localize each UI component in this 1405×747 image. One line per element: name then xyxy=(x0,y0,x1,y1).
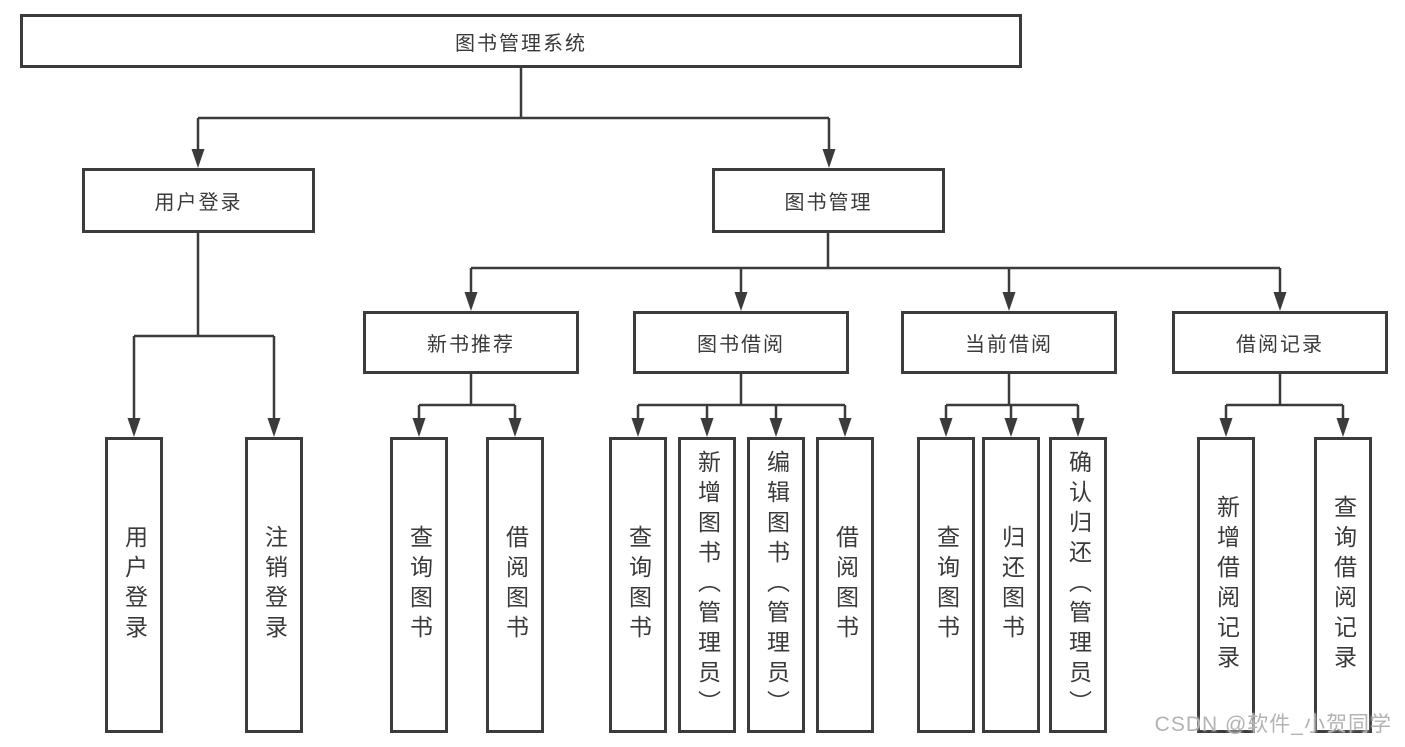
node-label: 图书管理系统 xyxy=(455,32,587,55)
arrow-icon xyxy=(734,292,748,311)
arrow-icon xyxy=(412,418,426,437)
node-label: 图书借阅 xyxy=(697,334,785,356)
node-label: 新增借阅记录 xyxy=(1213,495,1240,675)
node-label: 借阅图书 xyxy=(502,525,529,645)
node-label: 查询图书 xyxy=(406,525,433,645)
leaf-confirm-return-admin: 确认归还（管理员） xyxy=(1049,437,1107,733)
node-label: 确认归还（管理员） xyxy=(1065,450,1092,720)
node-label: 图书管理 xyxy=(784,192,873,214)
arrow-icon xyxy=(267,418,281,437)
arrow-icon xyxy=(508,418,522,437)
branch-book-borrowing xyxy=(636,373,847,421)
arrow-icon xyxy=(1336,418,1350,437)
leaf-query-books-current: 查询图书 xyxy=(917,437,975,733)
node-borrowing-records: 借阅记录 xyxy=(1172,311,1388,374)
node-book-management: 图书管理 xyxy=(712,168,945,233)
leaf-return-books: 归还图书 xyxy=(982,437,1040,733)
branch-borrowing-records xyxy=(1224,373,1345,421)
branch-new-book-recommend xyxy=(417,373,517,421)
arrow-icon xyxy=(127,418,141,437)
node-label: 归还图书 xyxy=(998,525,1025,645)
node-label: 编辑图书（管理员） xyxy=(763,450,790,720)
watermark-text: CSDN @软件_小贺同学 xyxy=(1154,713,1392,736)
leaf-add-books-admin: 新增图书（管理员） xyxy=(678,437,736,733)
branch-book-management xyxy=(469,232,1282,296)
arrow-icon xyxy=(1002,292,1016,311)
node-label: 当前借阅 xyxy=(965,334,1053,356)
node-label: 用户登录 xyxy=(154,192,243,214)
arrow-icon xyxy=(700,418,714,437)
arrow-icon xyxy=(464,292,478,311)
arrow-icon xyxy=(1071,418,1085,437)
arrow-icon xyxy=(1273,292,1287,311)
leaf-add-borrow-record: 新增借阅记录 xyxy=(1197,437,1255,733)
node-label: 借阅图书 xyxy=(832,525,859,645)
arrow-icon xyxy=(1004,418,1018,437)
leaf-logout: 注销登录 xyxy=(245,437,303,733)
arrow-icon xyxy=(1219,418,1233,437)
arrow-icon xyxy=(631,418,645,437)
node-label: 注销登录 xyxy=(261,525,288,645)
node-label: 借阅记录 xyxy=(1236,334,1324,356)
leaf-edit-books-admin: 编辑图书（管理员） xyxy=(747,437,805,733)
node-book-borrowing: 图书借阅 xyxy=(633,311,849,374)
branch-current-borrowing xyxy=(944,373,1080,421)
leaf-query-books-borrowing: 查询图书 xyxy=(609,437,667,733)
node-label: 新书推荐 xyxy=(427,334,515,356)
arrow-icon xyxy=(822,149,836,168)
arrow-icon xyxy=(769,418,783,437)
leaf-borrow-books-recommend: 借阅图书 xyxy=(486,437,544,733)
node-current-borrowing: 当前借阅 xyxy=(901,311,1117,374)
connector-paths xyxy=(132,67,1345,421)
leaf-query-borrow-record: 查询借阅记录 xyxy=(1314,437,1372,733)
arrow-icon xyxy=(191,149,205,168)
leaf-query-books-recommend: 查询图书 xyxy=(390,437,448,733)
node-user-login: 用户登录 xyxy=(82,168,315,233)
leaf-user-login: 用户登录 xyxy=(105,437,163,733)
node-new-book-recommend: 新书推荐 xyxy=(363,311,579,374)
branch-user-login xyxy=(132,232,276,421)
node-library-system: 图书管理系统 xyxy=(20,14,1022,68)
arrow-icon xyxy=(939,418,953,437)
arrowheads xyxy=(127,149,1350,437)
node-label: 新增图书（管理员） xyxy=(694,450,721,720)
node-label: 查询图书 xyxy=(625,525,652,645)
node-label: 查询图书 xyxy=(933,525,960,645)
node-label: 查询借阅记录 xyxy=(1330,495,1357,675)
arrow-icon xyxy=(838,418,852,437)
node-label: 用户登录 xyxy=(121,525,148,645)
branch-root xyxy=(196,67,831,153)
leaf-borrow-books-borrowing: 借阅图书 xyxy=(816,437,874,733)
